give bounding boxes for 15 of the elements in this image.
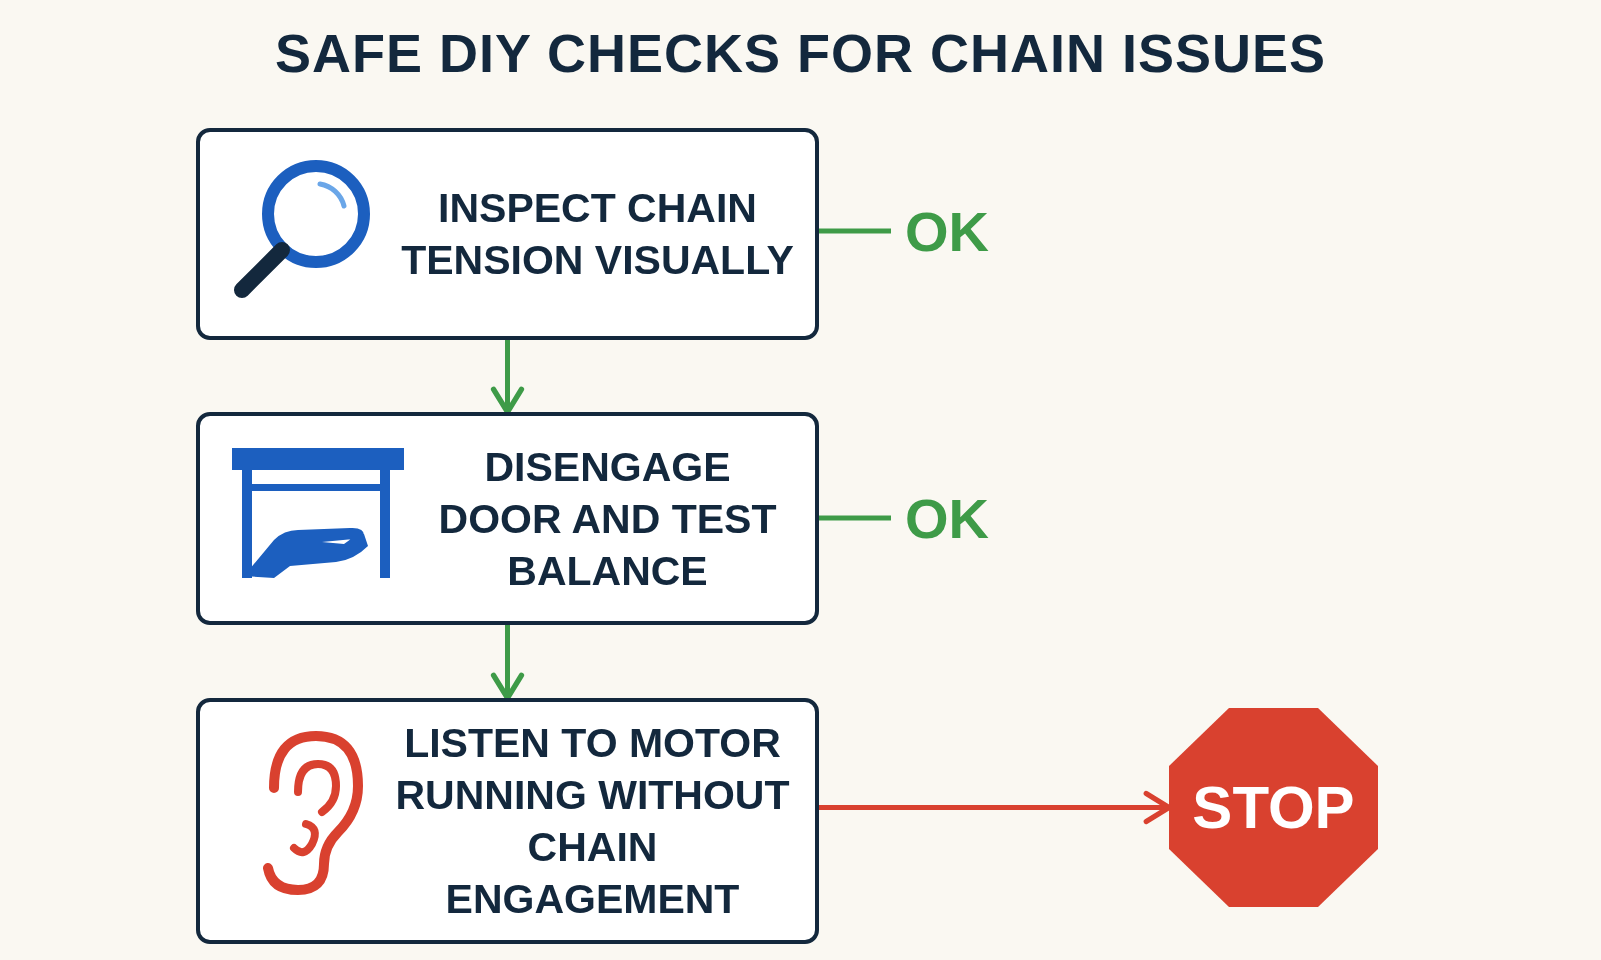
arrow bbox=[490, 340, 525, 415]
connector-line bbox=[819, 515, 891, 521]
step-label: INSPECT CHAIN TENSION VISUALLY bbox=[400, 184, 795, 285]
arrow bbox=[490, 625, 525, 701]
result-label: OK bbox=[905, 195, 1005, 267]
step-label: DISENGAGE DOOR AND TEST BALANCE bbox=[437, 442, 778, 596]
stop-sign: STOP bbox=[1169, 708, 1378, 907]
step-label: LISTEN TO MOTOR RUNNING WITHOUT CHAIN ENGAGEMENT bbox=[394, 719, 791, 924]
connector-line bbox=[819, 228, 891, 234]
result-label: OK bbox=[905, 482, 1005, 554]
diagram-title: SAFE DIY CHECKS FOR CHAIN ISSUES bbox=[273, 22, 1328, 84]
step-box bbox=[196, 698, 819, 944]
step-box bbox=[196, 412, 819, 625]
step-box bbox=[196, 128, 819, 340]
arrow bbox=[819, 790, 1172, 825]
